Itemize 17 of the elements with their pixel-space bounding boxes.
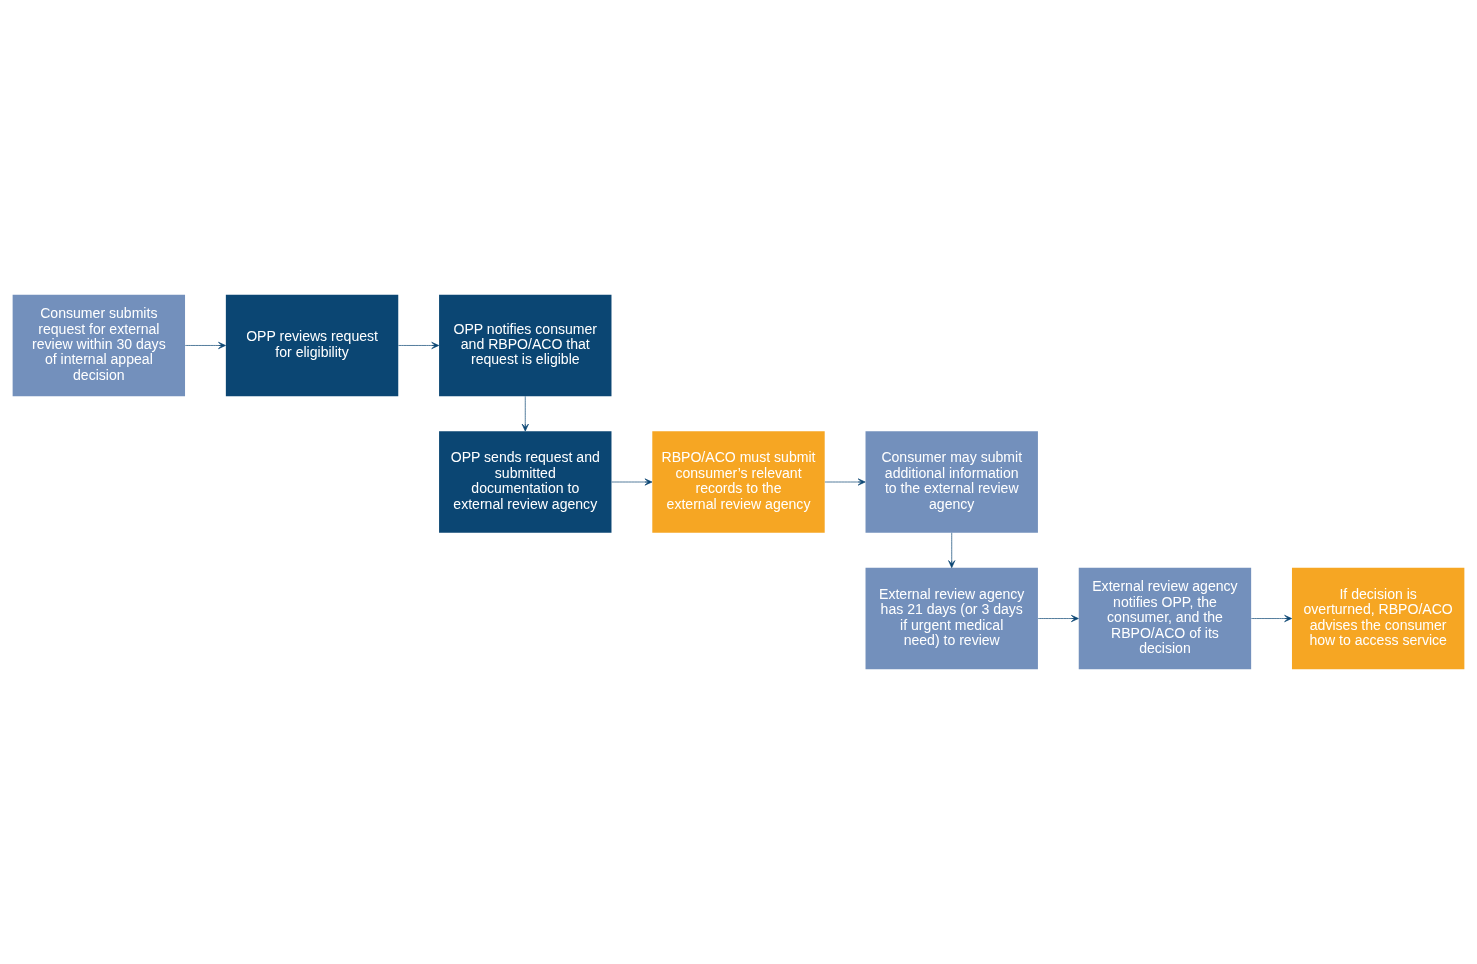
arrow <box>1251 615 1292 623</box>
arrow <box>611 478 653 486</box>
node-box: External review agency notifies OPP, the consumer, and the RBPO/ACO of its decision <box>1078 567 1252 670</box>
node-box: If decision is overturned, RBPO/ACO advises the consumer how to access service <box>1291 567 1465 670</box>
node-box: OPP notifies consumer and RBPO/ACO that request is eligible <box>439 294 612 397</box>
node-box: Consumer submits request for external review within 30 days of internal appeal decision <box>12 294 186 397</box>
node-box: Consumer may submit additional information to the external review agency <box>865 431 1038 533</box>
node-box: OPP reviews request for eligibility <box>225 294 399 397</box>
arrow <box>948 532 956 568</box>
arrow <box>1037 615 1079 623</box>
arrow <box>184 341 226 349</box>
arrow <box>521 395 529 432</box>
node-box: External review agency has 21 days (or 3 days if urgent medical need) to review <box>865 567 1038 670</box>
node-box: OPP sends request and submitted documentation to external review agency <box>439 431 612 533</box>
arrow <box>398 341 440 349</box>
arrow <box>824 478 866 486</box>
node-box: RBPO/ACO must submit consumer’s relevant records to the external review agency <box>652 431 825 533</box>
